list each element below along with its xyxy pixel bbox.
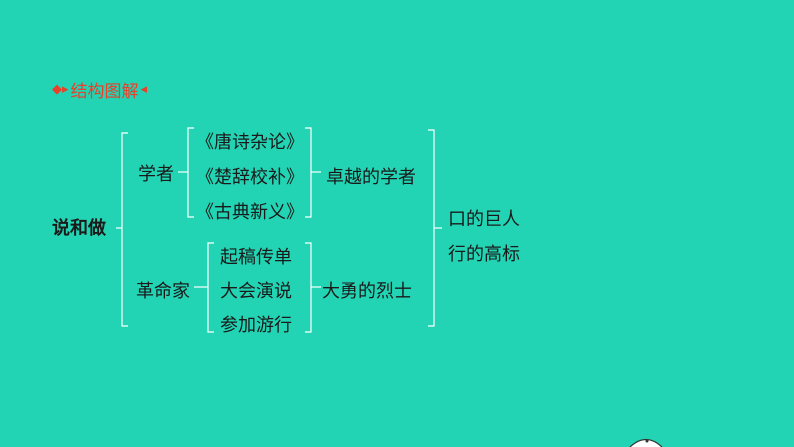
branch-label-revolutionary: 革命家 <box>136 281 190 302</box>
scholar-summary: 卓越的学者 <box>326 167 416 188</box>
scholar-item-1: 《唐诗杂论》 <box>196 132 304 153</box>
revolutionary-item-2: 大会演说 <box>220 281 292 302</box>
root-node: 说和做 <box>52 218 106 239</box>
revolutionary-item-1: 起稿传单 <box>220 247 292 268</box>
section-header: ◆▸ 结构图解 ◂ <box>52 78 148 102</box>
root-bracket <box>121 132 128 327</box>
revolutionary-item-3: 参加游行 <box>220 315 292 336</box>
conclusion-line-1: 口的巨人 <box>448 209 520 230</box>
branch-label-scholar: 学者 <box>138 164 174 185</box>
left-arrow-icon: ◂ <box>140 81 148 97</box>
scholar-item-2: 《楚辞校补》 <box>196 167 304 188</box>
diamond-arrow-icon: ◆▸ <box>52 81 69 97</box>
scholar-item-3: 《古典新义》 <box>196 202 304 223</box>
section-title: 结构图解 <box>70 81 139 102</box>
revolutionary-summary: 大勇的烈士 <box>322 281 412 302</box>
conclusion-line-2: 行的高标 <box>448 244 520 265</box>
